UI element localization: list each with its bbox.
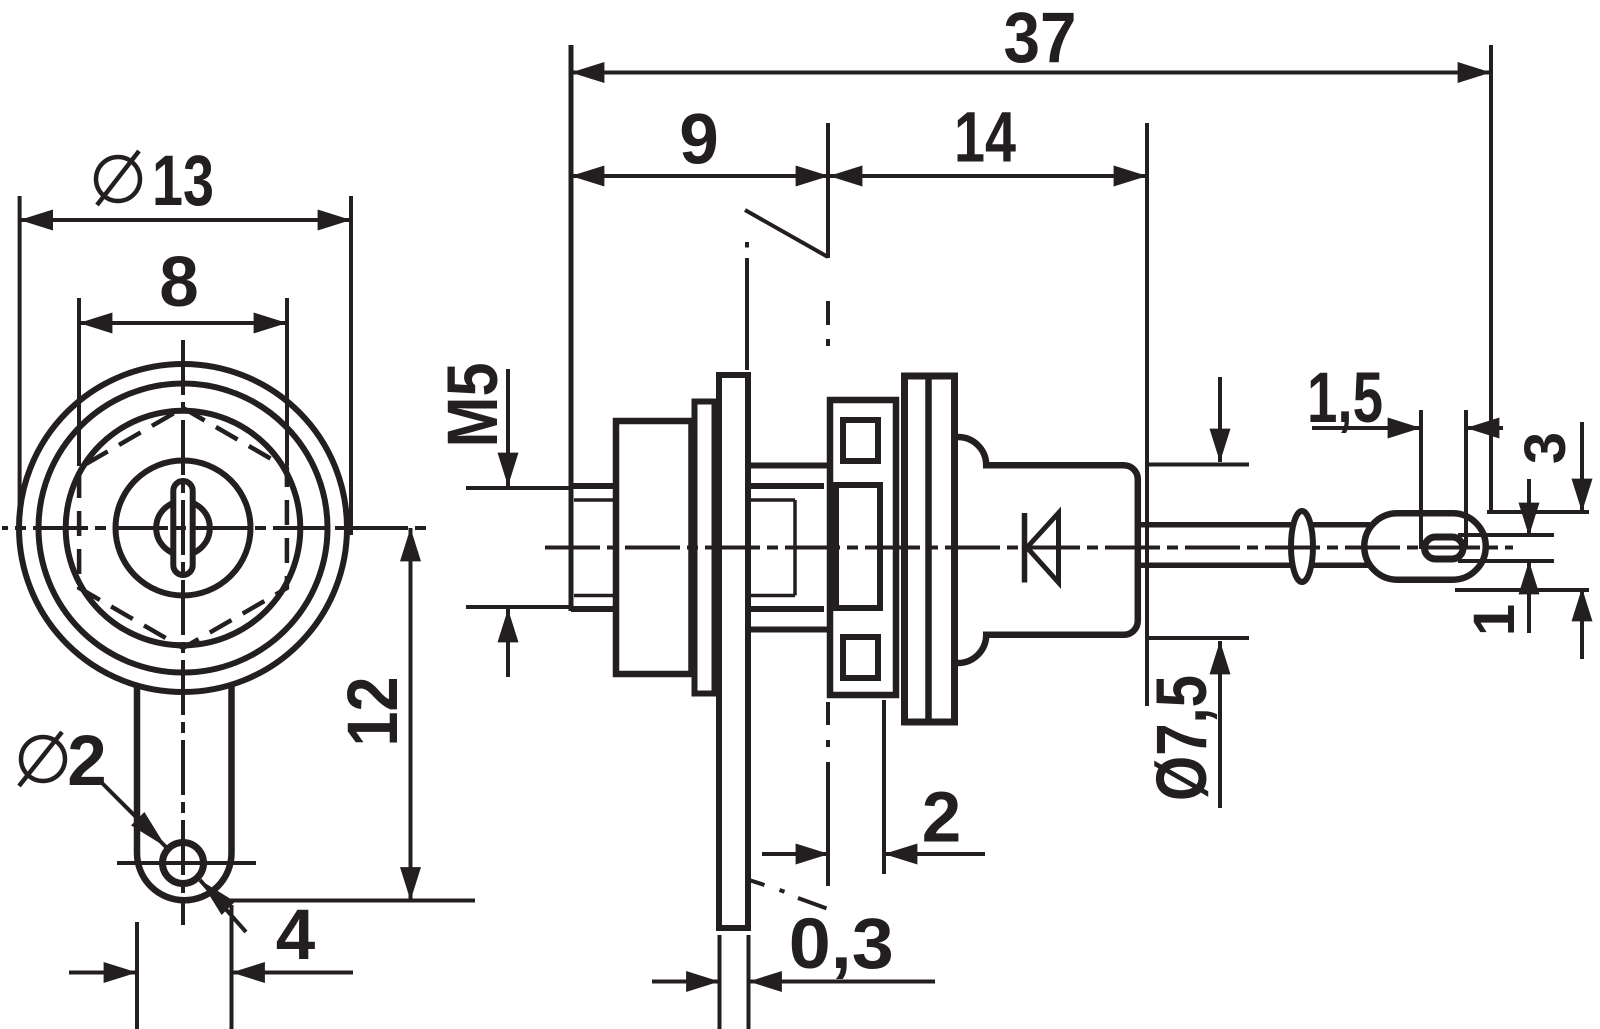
svg-text:14: 14 <box>954 99 1016 178</box>
svg-text:13: 13 <box>152 142 214 221</box>
svg-text:Ø7,5: Ø7,5 <box>1143 675 1222 801</box>
svg-text:M5: M5 <box>434 363 513 448</box>
svg-text:37: 37 <box>1004 0 1077 78</box>
svg-text:2: 2 <box>67 722 107 801</box>
svg-text:4: 4 <box>276 896 316 975</box>
svg-text:0,3: 0,3 <box>789 905 894 984</box>
svg-text:9: 9 <box>679 101 719 180</box>
svg-text:2: 2 <box>922 779 962 858</box>
svg-text:1: 1 <box>1462 604 1527 636</box>
svg-text:1,5: 1,5 <box>1307 359 1383 438</box>
svg-text:3: 3 <box>1513 432 1578 464</box>
svg-text:8: 8 <box>159 243 199 322</box>
svg-text:12: 12 <box>334 677 413 747</box>
